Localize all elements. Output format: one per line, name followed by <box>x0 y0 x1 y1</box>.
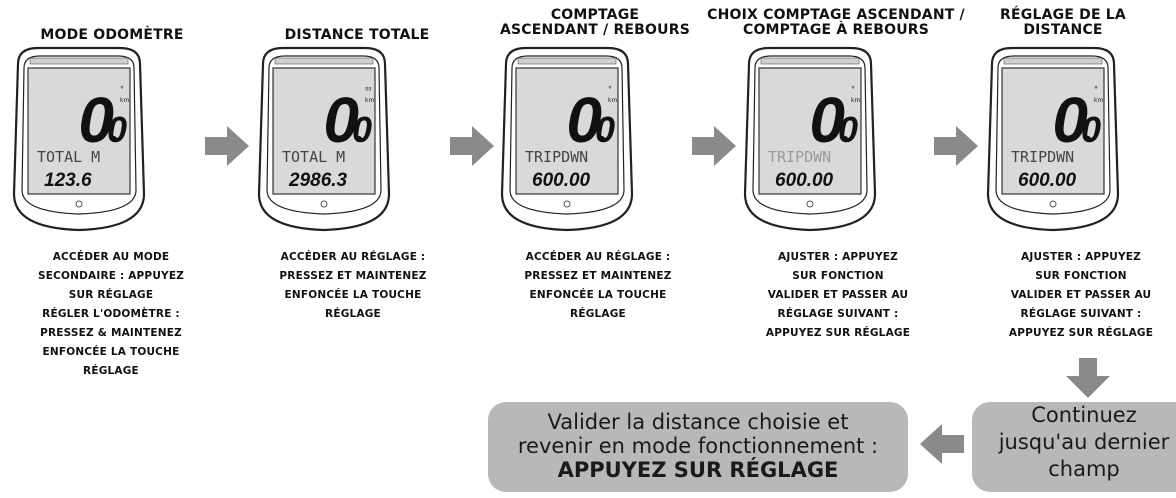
svg-text:0: 0 <box>809 84 845 156</box>
svg-text:0: 0 <box>352 109 372 150</box>
lcd-label: TRIPDWN <box>525 148 588 166</box>
continue-box-line1: Continuez <box>1031 403 1137 427</box>
step-4-title: CHOIX COMPTAGE ASCENDANT / COMPTAGE À RE… <box>707 7 965 38</box>
validate-box-line2: revenir en mode fonctionnement : <box>517 434 879 458</box>
caption-line: RÉGLAGE <box>325 308 381 320</box>
svg-text:0: 0 <box>107 109 127 150</box>
step-3-caption: ACCÉDER AU RÉGLAGE : PRESSEZ ET MAINTENEZ… <box>493 248 703 324</box>
lcd-label: TRIPDWN <box>768 148 831 166</box>
svg-text:km: km <box>608 97 617 104</box>
caption-line: APPUYEZ SUR RÉGLAGE <box>1008 327 1154 339</box>
caption-line: RÉGLER L'ODOMÈTRE : <box>42 308 180 320</box>
caption-line: VALIDER ET PASSER AU <box>767 289 909 301</box>
step-3-title: COMPTAGE ASCENDANT / REBOURS <box>499 7 690 38</box>
caption-line: ACCÉDER AU MODE <box>52 251 170 263</box>
svg-text:°: ° <box>120 85 124 94</box>
svg-text:0: 0 <box>323 84 359 156</box>
lcd-value: 2986.3 <box>288 170 348 191</box>
step-1-title: MODE ODOMÈTRE <box>40 27 184 43</box>
caption-line: ENFONCÉE LA TOUCHE <box>284 289 422 301</box>
svg-text:°: ° <box>608 85 612 94</box>
svg-text:0: 0 <box>566 84 602 156</box>
lcd-label: TOTAL M <box>282 148 345 166</box>
svg-text:km: km <box>1094 97 1103 104</box>
caption-line: ENFONCÉE LA TOUCHE <box>529 289 667 301</box>
arrow-down-icon <box>1066 358 1110 398</box>
caption-line: ACCÉDER AU RÉGLAGE : <box>525 251 671 263</box>
caption-line: AJUSTER : APPUYEZ <box>778 251 898 263</box>
caption-line: PRESSEZ ET MAINTENEZ <box>279 270 427 282</box>
caption-line: ENFONCÉE LA TOUCHE <box>42 346 180 358</box>
caption-line: VALIDER ET PASSER AU <box>1010 289 1152 301</box>
svg-text:km: km <box>365 97 374 104</box>
arrow-right-icon <box>450 126 494 166</box>
caption-line: RÉGLAGE <box>83 365 139 377</box>
caption-line: RÉGLAGE <box>570 308 626 320</box>
caption-line: SUR FONCTION <box>1035 270 1127 282</box>
arrow-right-icon <box>934 126 978 166</box>
caption-line: SUR RÉGLAGE <box>68 289 154 301</box>
svg-text:ᵍᵍ: ᵍᵍ <box>365 85 371 94</box>
lcd-label: TRIPDWN <box>1011 148 1074 166</box>
svg-text:km: km <box>120 97 129 104</box>
step-2-title: DISTANCE TOTALE <box>284 27 430 43</box>
caption-line: RÉGLAGE SUIVANT : <box>1020 308 1142 320</box>
svg-text:0: 0 <box>595 109 615 150</box>
caption-line: SECONDAIRE : APPUYEZ <box>37 270 185 282</box>
continue-box-line3: champ <box>1048 457 1120 481</box>
caption-line: RÉGLAGE SUIVANT : <box>777 308 899 320</box>
svg-text:0: 0 <box>1052 84 1088 156</box>
caption-line: SUR FONCTION <box>792 270 884 282</box>
step-1-caption: ACCÉDER AU MODE SECONDAIRE : APPUYEZ SUR R… <box>6 248 216 381</box>
step-5-caption: AJUSTER : APPUYEZ SUR FONCTION VALIDER ET … <box>976 248 1176 343</box>
caption-line: AJUSTER : APPUYEZ <box>1021 251 1141 263</box>
svg-text:°: ° <box>851 85 855 94</box>
svg-text:°: ° <box>1094 85 1098 94</box>
svg-text:0: 0 <box>78 84 114 156</box>
lcd-label: TOTAL M <box>37 148 100 166</box>
lcd-value: 600.00 <box>532 170 591 191</box>
validate-box: Valider la distance choisie et revenir e… <box>488 402 908 492</box>
step-4-caption: AJUSTER : APPUYEZ SUR FONCTION VALIDER ET … <box>733 248 943 343</box>
arrow-left-icon <box>920 424 964 464</box>
lcd-value: 600.00 <box>775 170 834 191</box>
validate-box-line3: APPUYEZ SUR RÉGLAGE <box>557 458 839 482</box>
continue-box: Continuez jusqu'au dernier champ <box>972 402 1176 492</box>
lcd-value: 600.00 <box>1018 170 1077 191</box>
svg-text:km: km <box>851 97 860 104</box>
step-2-caption: ACCÉDER AU RÉGLAGE : PRESSEZ ET MAINTENEZ… <box>248 248 458 324</box>
arrow-right-icon <box>205 126 249 166</box>
caption-line: PRESSEZ ET MAINTENEZ <box>524 270 672 282</box>
step-5-title: RÉGLAGE DE LA DISTANCE <box>1000 7 1126 38</box>
caption-line: ACCÉDER AU RÉGLAGE : <box>280 251 426 263</box>
svg-text:0: 0 <box>838 109 858 150</box>
caption-line: PRESSEZ & MAINTENEZ <box>40 327 182 339</box>
validate-box-line1: Valider la distance choisie et <box>547 410 849 434</box>
svg-text:0: 0 <box>1081 109 1101 150</box>
arrow-right-icon <box>692 126 736 166</box>
caption-line: APPUYEZ SUR RÉGLAGE <box>765 327 911 339</box>
lcd-value: 123.6 <box>44 170 92 191</box>
continue-box-line2: jusqu'au dernier <box>998 430 1170 454</box>
